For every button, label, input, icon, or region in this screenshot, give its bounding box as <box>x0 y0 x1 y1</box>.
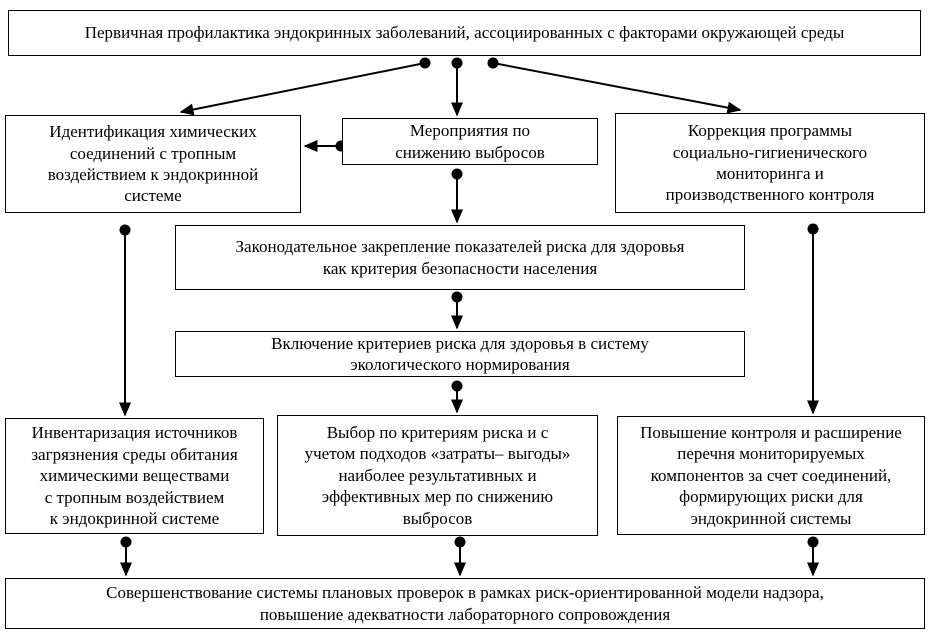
box-inventory: Инвентаризация источников загрязнения ср… <box>5 418 264 534</box>
junction-dot <box>807 536 819 548</box>
box-legislation-text: Законодательное закрепление показателей … <box>235 237 685 278</box>
box-title-text: Первичная профилактика эндокринных забол… <box>84 23 845 43</box>
box-selection-text: Выбор по критериям риска и с учетом подх… <box>304 422 571 528</box>
junction-dot <box>487 57 499 69</box>
box-title: Первичная профилактика эндокринных забол… <box>8 10 921 56</box>
junction-dot <box>451 57 463 69</box>
box-measures: Мероприятия по снижению выбросов <box>342 118 598 165</box>
junction-dot <box>454 536 466 548</box>
box-measures-text: Мероприятия по снижению выбросов <box>395 121 545 162</box>
junction-dot <box>119 224 131 236</box>
junction-dot <box>451 291 463 303</box>
junction-dot <box>419 57 431 69</box>
junction-dot <box>807 223 819 235</box>
box-inclusion-text: Включение критериев риска для здоровья в… <box>271 333 649 374</box>
box-inclusion: Включение критериев риска для здоровья в… <box>175 331 745 377</box>
junction-dot <box>451 380 463 392</box>
arrow-title-to-correction <box>492 62 742 114</box>
box-identification-text: Идентификация химических соединений с тр… <box>47 122 259 206</box>
box-selection: Выбор по критериям риска и с учетом подх… <box>277 415 598 536</box>
box-correction-text: Коррекция программы социально-гигиеничес… <box>665 121 875 205</box>
arrow-title-to-identification <box>179 62 426 116</box>
junction-dot <box>120 536 132 548</box>
box-correction: Коррекция программы социально-гигиеничес… <box>615 113 925 213</box>
box-improvement-text: Совершенствование системы плановых прове… <box>106 583 824 624</box>
box-inventory-text: Инвентаризация источников загрязнения ср… <box>31 423 238 529</box>
box-improvement: Совершенствование системы плановых прове… <box>5 578 925 629</box>
junction-dot <box>451 168 463 180</box>
box-control: Повышение контроля и расширение перечня … <box>617 416 925 535</box>
box-control-text: Повышение контроля и расширение перечня … <box>640 422 902 528</box>
box-identification: Идентификация химических соединений с тр… <box>5 115 301 213</box>
box-legislation: Законодательное закрепление показателей … <box>175 225 745 290</box>
